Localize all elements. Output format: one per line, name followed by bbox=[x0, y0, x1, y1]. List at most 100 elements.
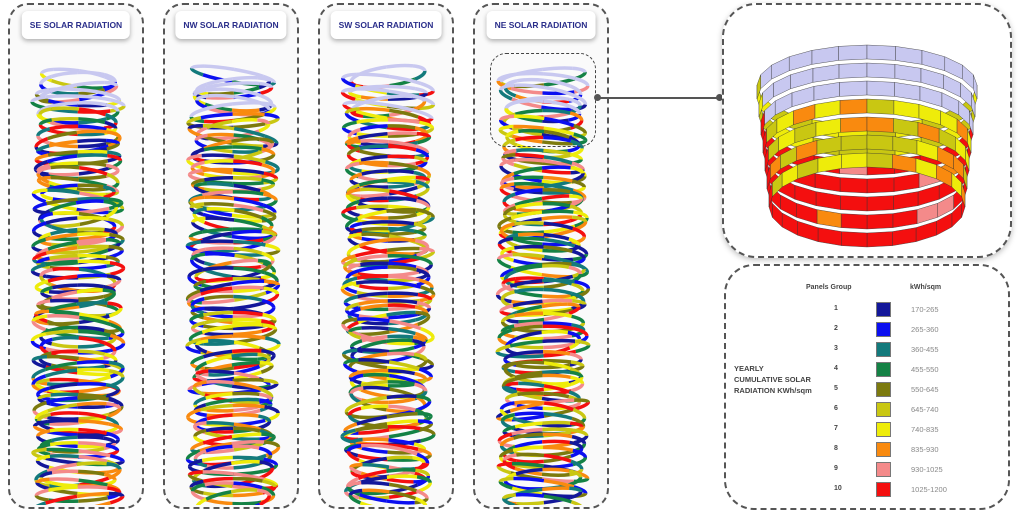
panel-band bbox=[498, 476, 514, 483]
panel-band bbox=[202, 434, 233, 445]
panel-band bbox=[31, 367, 47, 379]
panel-band bbox=[34, 495, 49, 502]
panel-band bbox=[77, 196, 109, 202]
panel-band bbox=[420, 81, 435, 92]
panel-band bbox=[541, 215, 573, 221]
panel-band bbox=[499, 445, 515, 455]
panel-band bbox=[49, 161, 78, 168]
panel-band bbox=[567, 302, 581, 308]
panel-band bbox=[514, 287, 544, 294]
panel-band bbox=[79, 166, 108, 176]
panel-band bbox=[259, 495, 271, 505]
panel-band bbox=[542, 373, 572, 380]
panel-band bbox=[257, 258, 272, 266]
panel-band bbox=[513, 175, 544, 181]
panel-band bbox=[413, 222, 427, 229]
panel-band bbox=[206, 421, 235, 426]
panel-band bbox=[36, 420, 51, 431]
panel-band bbox=[543, 361, 571, 371]
panel-band bbox=[262, 313, 277, 321]
panel-band bbox=[572, 299, 587, 306]
panel-tile bbox=[967, 128, 972, 154]
panel-band bbox=[388, 274, 420, 282]
panel-tile bbox=[840, 134, 868, 151]
panel-band bbox=[495, 344, 511, 353]
panel-band bbox=[543, 411, 573, 421]
panel-band bbox=[356, 118, 389, 124]
panel-band bbox=[104, 113, 118, 123]
panel-band bbox=[263, 477, 279, 486]
panel-band bbox=[514, 411, 544, 417]
panel-band bbox=[417, 166, 432, 176]
panel-band bbox=[542, 324, 575, 331]
panel-band bbox=[78, 449, 111, 458]
legend-group: 5 bbox=[834, 385, 838, 392]
panel-band bbox=[570, 421, 584, 428]
panel-band bbox=[34, 87, 50, 95]
panel-band bbox=[542, 349, 571, 356]
panel-band bbox=[261, 147, 276, 155]
panel-tile bbox=[790, 68, 814, 89]
panel-band bbox=[231, 356, 258, 362]
panel-band bbox=[542, 263, 570, 269]
panel-band bbox=[415, 144, 430, 154]
panel-band bbox=[103, 81, 117, 92]
panel-band bbox=[569, 476, 583, 487]
se-panel: SE SOLAR RADIATION bbox=[8, 3, 144, 509]
panel-band bbox=[542, 432, 573, 439]
panel-band bbox=[202, 349, 233, 359]
panel-band bbox=[503, 352, 517, 361]
panel-band bbox=[202, 470, 234, 476]
panel-band bbox=[348, 370, 362, 378]
panel-band bbox=[257, 488, 271, 497]
panel-band bbox=[265, 336, 281, 345]
panel-band bbox=[348, 331, 362, 340]
panel-band bbox=[34, 153, 49, 161]
panel-band bbox=[261, 177, 276, 186]
panel-band bbox=[388, 312, 418, 320]
panel-band bbox=[412, 94, 427, 103]
panel-band bbox=[233, 67, 264, 78]
panel-band bbox=[36, 256, 50, 264]
panel-band bbox=[360, 154, 388, 162]
panel-band bbox=[388, 396, 416, 405]
panel-band bbox=[573, 326, 589, 337]
panel-band bbox=[515, 276, 544, 281]
panel-band bbox=[234, 149, 263, 161]
panel-band bbox=[262, 192, 278, 201]
panel-band bbox=[346, 444, 362, 452]
panel-band bbox=[76, 153, 108, 158]
ne-panel: NE SOLAR RADIATION bbox=[473, 3, 609, 509]
panel-band bbox=[363, 385, 390, 391]
panel-band bbox=[105, 206, 118, 219]
panel-band bbox=[344, 216, 359, 228]
legend-group: 6 bbox=[834, 405, 838, 412]
panel-band bbox=[191, 222, 205, 232]
panel-band bbox=[34, 309, 50, 316]
panel-band bbox=[502, 453, 517, 462]
panel-band bbox=[109, 454, 125, 462]
panel-band bbox=[496, 80, 512, 91]
panel-band bbox=[516, 387, 544, 392]
panel-band bbox=[415, 310, 431, 318]
panel-band bbox=[192, 386, 206, 397]
panel-tile bbox=[866, 44, 896, 61]
panel-band bbox=[542, 294, 571, 299]
panel-band bbox=[47, 314, 80, 320]
panel-band bbox=[386, 419, 418, 426]
panel-band bbox=[104, 227, 118, 235]
panel-tile bbox=[841, 152, 868, 169]
panel-band bbox=[194, 133, 208, 141]
panel-band bbox=[387, 380, 415, 386]
panel-band bbox=[349, 462, 363, 469]
panel-band bbox=[49, 377, 79, 383]
panel-band bbox=[31, 355, 48, 362]
panel-band bbox=[190, 160, 205, 169]
legend-range: 265-360 bbox=[911, 325, 939, 334]
panel-band bbox=[570, 459, 584, 470]
panel-band bbox=[414, 382, 428, 392]
panel-band bbox=[387, 169, 415, 175]
panel-band bbox=[570, 500, 585, 505]
panel-band bbox=[542, 108, 571, 115]
panel-band bbox=[206, 87, 235, 92]
